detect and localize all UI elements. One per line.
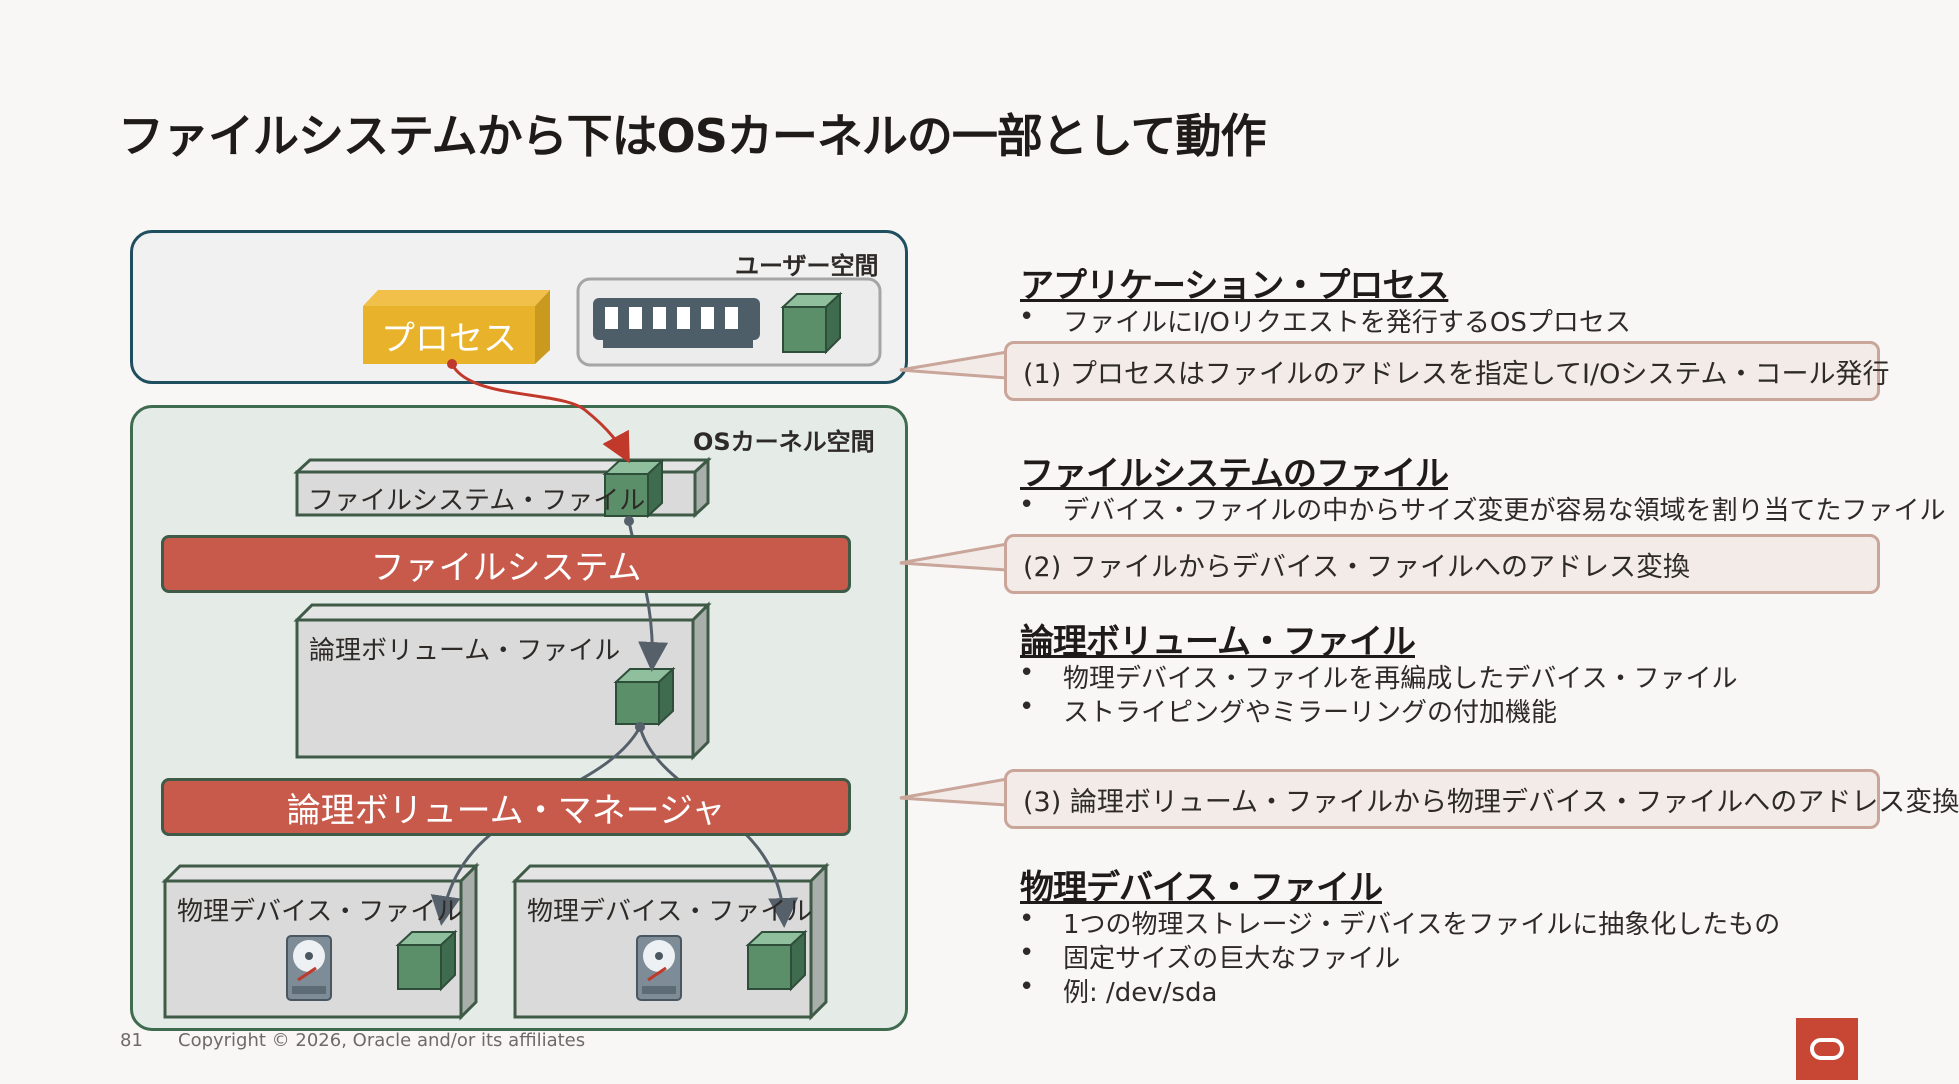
copyright-text: Copyright © 2026, Oracle and/or its affi… (178, 1030, 586, 1051)
callout-2: (2) ファイルからデバイス・ファイルへのアドレス変換 (1004, 534, 1880, 594)
oracle-logo-icon (1796, 1018, 1858, 1080)
os-space-label: OSカーネル空間 (693, 428, 875, 456)
callout-1-pointer (899, 350, 1009, 380)
phys-file-label-1: 物理デバイス・ファイル (177, 897, 463, 927)
bullet-phys-file-3: 例: /dev/sda (1019, 972, 1218, 1009)
bullet-app-process-1: ファイルにI/Oリクエストを発行するOSプロセス (1019, 302, 1631, 339)
page-title: ファイルシステムから下はOSカーネルの一部として動作 (118, 109, 1266, 163)
bullet-fs-file-1: デバイス・ファイルの中からサイズ変更が容易な領域を割り当てたファイル (1019, 490, 1945, 527)
callout-3-pointer (899, 777, 1009, 807)
process-block (363, 290, 550, 364)
hard-disk-icon-1 (286, 935, 332, 1001)
process-label: プロセス (381, 318, 517, 359)
heading-phys-file: 物理デバイス・ファイル (1020, 868, 1383, 908)
memory-data-cube (780, 291, 843, 355)
bullet-phys-file-1: 1つの物理ストレージ・デバイスをファイルに抽象化したもの (1019, 904, 1780, 941)
syscall-arrow (450, 363, 630, 464)
fs-file-cube (602, 458, 665, 519)
lv-file-box (293, 601, 712, 761)
bullet-lv-file-1: 物理デバイス・ファイルを再編成したデバイス・ファイル (1019, 658, 1737, 695)
diagram-graphics (161, 277, 1009, 1021)
file-system-band: ファイルシステム (161, 535, 851, 593)
callout-1: (1) プロセスはファイルのアドレスを指定してI/Oシステム・コール発行 (1004, 341, 1890, 401)
phys-device-cube-1 (395, 929, 458, 992)
fs-file-label: ファイルシステム・ファイル (308, 486, 646, 516)
lv-file-cube (613, 666, 676, 727)
callout-3: (3) 論理ボリューム・ファイルから物理デバイス・ファイルへのアドレス変換 (1004, 769, 1959, 829)
heading-app-process: アプリケーション・プロセス (1020, 266, 1449, 306)
bullet-phys-file-2: 固定サイズの巨大なファイル (1019, 938, 1400, 975)
heading-fs-file: ファイルシステムのファイル (1020, 454, 1449, 494)
phys-file-label-2: 物理デバイス・ファイル (527, 897, 813, 927)
page-number: 81 (120, 1030, 143, 1051)
bullet-lv-file-2: ストライピングやミラーリングの付加機能 (1019, 692, 1557, 729)
hard-disk-icon-2 (636, 935, 682, 1001)
lv-file-label: 論理ボリューム・ファイル (309, 636, 621, 666)
user-space-label: ユーザー空間 (735, 252, 879, 280)
lv-manager-band: 論理ボリューム・マネージャ (161, 778, 851, 836)
phys-device-cube-2 (745, 929, 808, 992)
callout-2-pointer (899, 542, 1009, 572)
heading-lv-file: 論理ボリューム・ファイル (1020, 622, 1416, 662)
